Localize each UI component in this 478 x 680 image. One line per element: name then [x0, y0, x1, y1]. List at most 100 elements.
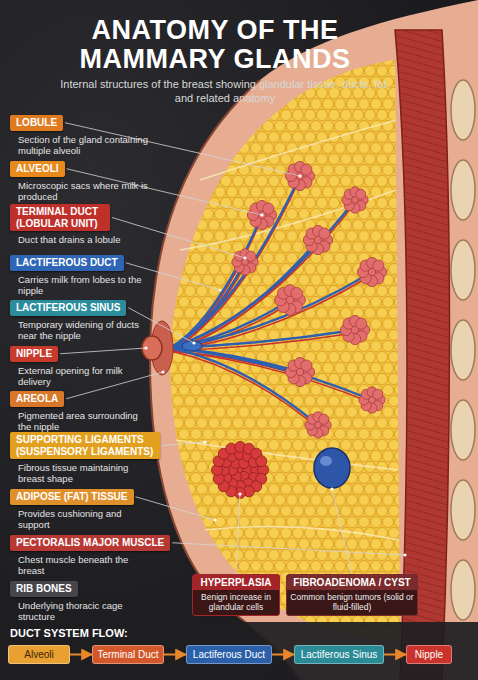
fat-globule: [185, 286, 196, 297]
fat-globule: [365, 132, 376, 143]
muscle-fiber: [390, 181, 455, 199]
fat-globule: [317, 308, 328, 319]
fat-globule: [275, 429, 286, 440]
fat-globule: [335, 407, 346, 418]
muscle-fiber: [390, 335, 455, 353]
fat-globule: [275, 121, 286, 132]
fat-globule: [173, 484, 184, 495]
muscle-fiber: [390, 391, 455, 409]
fat-globule: [179, 473, 190, 484]
fat-globule: [323, 99, 334, 110]
fat-globule: [203, 253, 214, 264]
fat-globule: [185, 308, 196, 319]
fat-globule: [179, 363, 190, 374]
part-heading: LACTIFEROUS SINUS: [10, 300, 126, 316]
fat-globule: [269, 484, 280, 495]
fat-globule: [257, 110, 268, 121]
leader-dot: [260, 213, 263, 216]
blood-vessel: [170, 351, 318, 428]
fat-globule: [197, 484, 208, 495]
fat-globule: [215, 143, 226, 154]
flow-step-box: Nipple: [406, 645, 452, 664]
fat-globule: [299, 473, 310, 484]
fat-globule: [281, 352, 292, 363]
part-heading: NIPPLE: [10, 346, 58, 362]
fat-globule: [287, 253, 298, 264]
muscle-fiber: [390, 146, 455, 164]
fat-globule: [209, 396, 220, 407]
fat-globule: [245, 176, 256, 187]
muscle-fiber: [390, 342, 455, 360]
fat-globule: [191, 495, 202, 506]
fat-globule: [161, 132, 172, 143]
alveolus: [356, 189, 366, 199]
fat-globule: [341, 242, 352, 253]
fat-globule: [299, 121, 310, 132]
fat-globule: [287, 121, 298, 132]
fat-globule: [251, 495, 262, 506]
fat-globule: [371, 165, 382, 176]
fat-globule: [383, 319, 394, 330]
fat-globule: [311, 561, 322, 572]
part-description: Benign increase in glandular cells: [193, 590, 279, 615]
fat-globule: [185, 528, 196, 539]
blood-vessel: [170, 179, 300, 351]
fat-globule: [389, 286, 400, 297]
alveolus: [319, 228, 330, 239]
footer-band: [0, 622, 478, 680]
fat-globule: [293, 462, 304, 473]
fat-globule: [155, 99, 166, 110]
fat-globule: [383, 495, 394, 506]
lobule-cluster: [340, 315, 369, 344]
fat-globule: [245, 528, 256, 539]
fat-globule: [299, 99, 310, 110]
muscle-fiber: [390, 370, 455, 388]
fat-globule: [323, 143, 334, 154]
fat-globule: [395, 209, 406, 220]
fat-globule: [377, 550, 388, 561]
fat-globule: [365, 220, 376, 231]
fat-globule: [317, 110, 328, 121]
fat-globule: [335, 99, 346, 110]
fat-globule: [179, 297, 190, 308]
fat-globule: [167, 473, 178, 484]
fat-globule: [347, 165, 358, 176]
fat-globule: [203, 231, 214, 242]
fat-globule: [167, 429, 178, 440]
fat-globule: [275, 561, 286, 572]
fat-globule: [173, 550, 184, 561]
fat-globule: [305, 484, 316, 495]
fat-globule: [389, 440, 400, 451]
fat-globule: [215, 495, 226, 506]
fat-globule: [395, 341, 406, 352]
fat-globule: [299, 341, 310, 352]
muscle-fiber: [390, 153, 455, 171]
muscle-fiber: [390, 118, 455, 136]
fat-globule: [227, 385, 238, 396]
fat-globule: [179, 517, 190, 528]
fat-globule: [395, 363, 406, 374]
rib-bones: [451, 80, 475, 620]
muscle-fiber: [390, 251, 455, 269]
fat-globule: [191, 517, 202, 528]
fat-globule: [257, 330, 268, 341]
fat-globule: [167, 121, 178, 132]
fat-globule: [347, 363, 358, 374]
blood-vessel: [170, 203, 355, 351]
fat-globule: [209, 484, 220, 495]
fat-globule: [293, 418, 304, 429]
part-label-box: SUPPORTING LIGAMENTS (SUSPENSORY LIGAMEN…: [10, 432, 185, 485]
muscle-fiber: [390, 195, 455, 213]
fat-globule: [227, 517, 238, 528]
part-heading: LACTIFEROUS DUCT: [10, 255, 124, 271]
muscle-fiber: [390, 265, 455, 283]
muscle-fiber: [390, 503, 455, 521]
fat-globule: [203, 165, 214, 176]
fat-globule: [239, 385, 250, 396]
fat-globule: [371, 429, 382, 440]
hyperplasia-cluster: [212, 442, 269, 499]
fat-globule: [251, 187, 262, 198]
part-description: External opening for milk delivery: [18, 365, 150, 388]
fat-globule: [383, 209, 394, 220]
fat-globule: [281, 242, 292, 253]
